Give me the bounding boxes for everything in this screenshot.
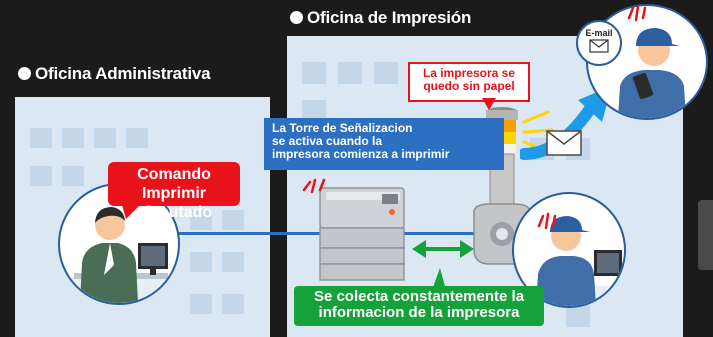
double-arrow-icon <box>412 240 474 258</box>
callout-pointer <box>482 98 496 110</box>
print-command-callout: Comando Imprimir Ejecutado <box>108 162 240 221</box>
side-device <box>698 200 713 270</box>
admin-office-heading: Oficina Administrativa <box>18 64 211 84</box>
network-line-printer-tower <box>400 232 480 235</box>
mobile-worker-illustration <box>618 28 686 118</box>
print-office-heading: Oficina de Impresión <box>290 8 471 28</box>
bullet-icon <box>18 67 31 80</box>
data-collection-callout: Se colecta constantemente la informacion… <box>294 286 544 326</box>
smartphone-bubble: E-mail <box>576 20 622 66</box>
envelope-icon <box>546 130 582 156</box>
bullet-icon <box>290 11 303 24</box>
network-line-admin-printer <box>175 232 335 235</box>
out-of-paper-callout: La impresora se quedo sin papel <box>408 62 530 102</box>
printer-icon <box>319 187 405 281</box>
alert-marks-icon <box>627 4 647 22</box>
callout-pointer <box>432 268 446 290</box>
tower-activation-callout: La Torre de Señalizacion se activa cuand… <box>264 118 504 170</box>
smartphone-icon <box>589 39 609 53</box>
alert-marks-icon <box>537 212 557 230</box>
alert-marks-icon <box>302 178 326 194</box>
callout-pointer <box>122 205 140 219</box>
